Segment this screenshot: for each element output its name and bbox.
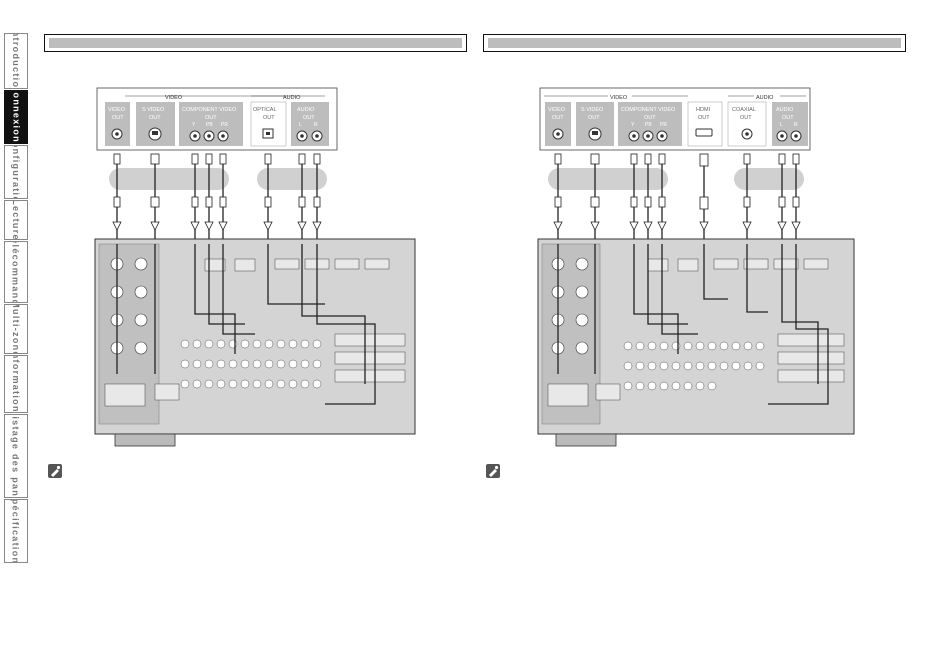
side-tab-label: Introduction <box>11 33 21 89</box>
note-icon <box>48 464 62 478</box>
note-icon <box>486 464 500 478</box>
video-group-label: VIDEO <box>610 95 628 101</box>
audio-group-label: AUDIO <box>756 95 774 101</box>
side-tab-configuration[interactable]: Configuration <box>4 145 28 199</box>
video-out-sub: OUT <box>112 115 124 121</box>
component-pin-y: Y <box>192 122 196 128</box>
side-tab-depistage[interactable]: Dépistage des pannes <box>4 414 28 498</box>
component-pin-pb: PB <box>206 122 213 128</box>
side-tab-label: Spécifications <box>11 499 21 563</box>
side-tab-label: Télécommande <box>11 241 21 303</box>
side-tab-connexions[interactable]: Connexions <box>4 90 28 144</box>
audio-out-sub: OUT <box>782 115 794 121</box>
audio-out-sub: OUT <box>303 115 315 121</box>
component-out-sub: OUT <box>205 115 217 121</box>
side-tab-label: Dépistage des pannes <box>11 414 22 498</box>
svideo-out-sub: OUT <box>149 115 161 121</box>
audio-out-label: AUDIO <box>776 107 794 113</box>
right-connection-diagram: VIDEO AUDIO VIDEO OUT S VIDEO OUT COMPON… <box>528 84 868 454</box>
video-group-label: VIDEO <box>165 95 183 101</box>
component-out-sub: OUT <box>644 115 656 121</box>
side-tab-label: Lecture <box>11 200 21 240</box>
side-tab-telecommande[interactable]: Télécommande <box>4 241 28 303</box>
side-tab-introduction[interactable]: Introduction <box>4 33 28 89</box>
video-out-sub: OUT <box>552 115 564 121</box>
side-tab-label: Informations <box>11 355 22 413</box>
component-pin-pb: PB <box>645 122 652 128</box>
audio-pin-l: L <box>780 122 783 128</box>
component-pin-y: Y <box>631 122 635 128</box>
component-pin-pr: PR <box>660 122 667 128</box>
hdmi-out-label: HDMI <box>696 107 711 113</box>
side-tab-label: Configuration <box>11 145 22 199</box>
side-tab-multi-zone[interactable]: Multi-zone <box>4 304 28 354</box>
audio-group-label: AUDIO <box>283 95 301 101</box>
video-out-label: VIDEO <box>108 107 126 113</box>
side-tab-label: Multi-zone <box>11 304 21 354</box>
side-tab-specifications[interactable]: Spécifications <box>4 499 28 563</box>
video-out-label: VIDEO <box>548 107 566 113</box>
component-out-label: COMPONENT VIDEO <box>182 107 237 113</box>
svideo-out-label: S VIDEO <box>581 107 604 113</box>
audio-pin-l: L <box>299 122 302 128</box>
audio-pin-r: R <box>794 122 798 128</box>
optical-out-sub: OUT <box>263 115 275 121</box>
hdmi-out-sub: OUT <box>698 115 710 121</box>
left-section-header <box>44 34 467 52</box>
right-section-header <box>483 34 906 52</box>
side-tab-informations[interactable]: Informations <box>4 355 28 413</box>
audio-pin-r: R <box>314 122 318 128</box>
coaxial-out-sub: OUT <box>740 115 752 121</box>
side-tab-label: Connexions <box>11 90 22 144</box>
component-out-label: COMPONENT VIDEO <box>621 107 676 113</box>
component-pin-pr: PR <box>221 122 228 128</box>
coaxial-out-label: COAXIAL <box>732 107 756 113</box>
svideo-out-label: S VIDEO <box>142 107 165 113</box>
side-tab-lecture[interactable]: Lecture <box>4 200 28 240</box>
left-connection-diagram: VIDEO AUDIO VIDEO OUT S VIDEO OUT COMPON… <box>85 84 425 454</box>
optical-out-label: OPTICAL <box>253 107 277 113</box>
svideo-out-sub: OUT <box>588 115 600 121</box>
audio-out-label: AUDIO <box>297 107 315 113</box>
